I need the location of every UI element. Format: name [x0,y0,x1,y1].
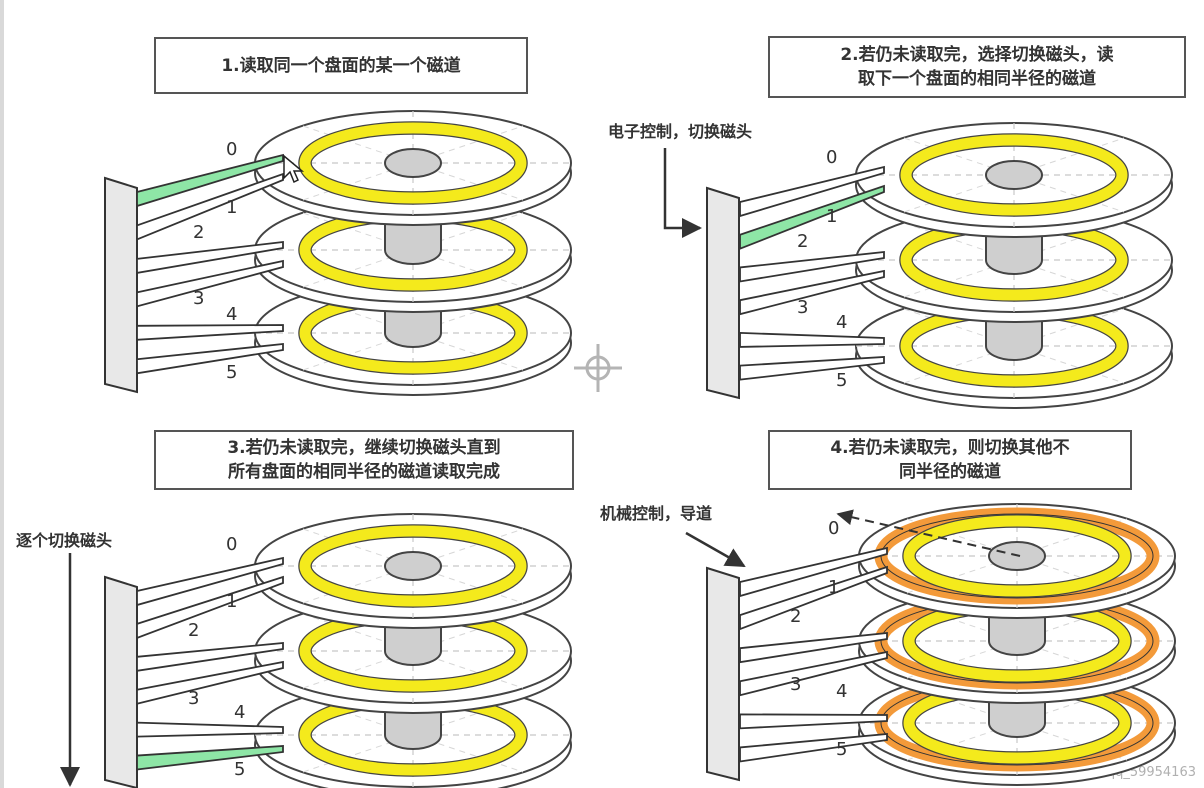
step4-caption: 4.若仍未读取完，则切换其他不 同半径的磁道 [768,430,1132,490]
disk-stack-4: 0 1 2 3 4 5 [706,503,1176,786]
annotation-switch-each-head: 逐个切换磁头 [16,531,113,550]
active-head-arm [136,745,284,771]
disk-stack-1: 0 1 2 3 4 5 [104,110,572,396]
head-number: 2 [790,606,801,627]
step3-caption: 3.若仍未读取完，继续切换磁头直到 所有盘面的相同半径的磁道读取完成 [154,430,574,490]
head-number: 4 [234,702,245,723]
head-number: 0 [226,139,237,160]
platter [254,280,572,396]
spindle-hub [384,551,442,581]
disk-stack-3: 0 1 2 3 4 5 [104,513,572,788]
spindle-hub [384,148,442,178]
platter [858,503,1176,619]
disk-stack-2: 0 12 3 4 5 [706,122,1173,409]
spindle-hub [985,160,1043,190]
head-number: 4 [836,312,847,333]
actuator-block [706,566,740,782]
platter [254,513,572,629]
platter [855,122,1173,238]
head-number: 2 [188,620,199,641]
head-number: 2 [797,231,808,252]
actuator-block [104,176,138,394]
track [903,515,1131,597]
step4-caption-line2: 同半径的磁道 [899,462,1001,482]
head-number: 5 [836,370,847,391]
head-arm [739,250,885,283]
step2-caption-line2: 取下一个盘面的相同半径的磁道 [858,69,1096,89]
electronic-control-arrow [663,148,702,238]
head-number: 1 [226,591,237,612]
head-number: 0 [826,147,837,168]
head-number: 3 [790,674,801,695]
mechanical-control-arrow [685,531,746,568]
step2-caption-line1: 2.若仍未读取完，选择切换磁头，读 [840,45,1114,65]
head-number: 1 [828,577,839,598]
head-arm [739,356,885,381]
head-arm [739,632,888,664]
head-arm [136,324,284,341]
step4-caption-line1: 4.若仍未读取完，则切换其他不 [830,438,1070,458]
head-number: 3 [188,688,199,709]
annotation-mechanical-control: 机械控制，导道 [600,504,713,523]
step3-caption-line2: 所有盘面的相同半径的磁道读取完成 [228,462,500,482]
seek-direction-arrow [836,509,1021,557]
step1-caption: 1.读取同一个盘面的某一个磁道 [154,37,528,94]
head-arm [136,660,284,705]
head-number: 1 [226,197,237,218]
head-number: 5 [836,739,847,760]
left-edge [0,0,4,788]
head-number: 3 [193,288,204,309]
cursor-icon [283,154,305,184]
head-number: 1 [826,206,837,227]
head-arm [739,331,885,348]
head-arm [739,269,885,316]
step1-caption-text: 1.读取同一个盘面的某一个磁道 [221,55,461,76]
head-arm [739,546,888,598]
track [900,134,1128,216]
actuator-block [706,186,740,400]
head-arm [739,565,888,631]
head-number: 4 [836,681,847,702]
head-arm [739,733,888,763]
platter [254,598,572,714]
head-number: 3 [797,297,808,318]
head-arm [136,721,284,738]
actuator-block [104,575,138,788]
platter [858,588,1176,704]
step2-caption: 2.若仍未读取完，选择切换磁头，读 取下一个盘面的相同半径的磁道 [768,36,1186,98]
head-number: 4 [226,304,237,325]
active-head-arm [136,153,284,208]
head-arm [136,172,284,241]
head-arm [136,343,284,375]
head-number: 5 [226,362,237,383]
head-number: 2 [193,222,204,243]
step3-caption-line1: 3.若仍未读取完，继续切换磁头直到 [227,438,501,458]
head-arm [136,259,284,308]
head-arm [136,575,284,640]
head-arm [136,240,284,274]
active-head-arm [739,184,885,251]
head-number: 0 [226,534,237,555]
platter [254,682,572,788]
head-number: 5 [234,759,245,780]
platter [254,110,572,226]
head-arm [136,642,284,672]
track [299,525,527,607]
head-arm [739,650,888,697]
head-arm [136,556,284,607]
annotation-electronic-control: 电子控制，切换磁头 [608,122,753,141]
head-arm [739,713,888,730]
move-icon [574,344,622,392]
head-arm [739,165,885,218]
track [299,122,527,204]
head-number: 0 [828,518,839,539]
